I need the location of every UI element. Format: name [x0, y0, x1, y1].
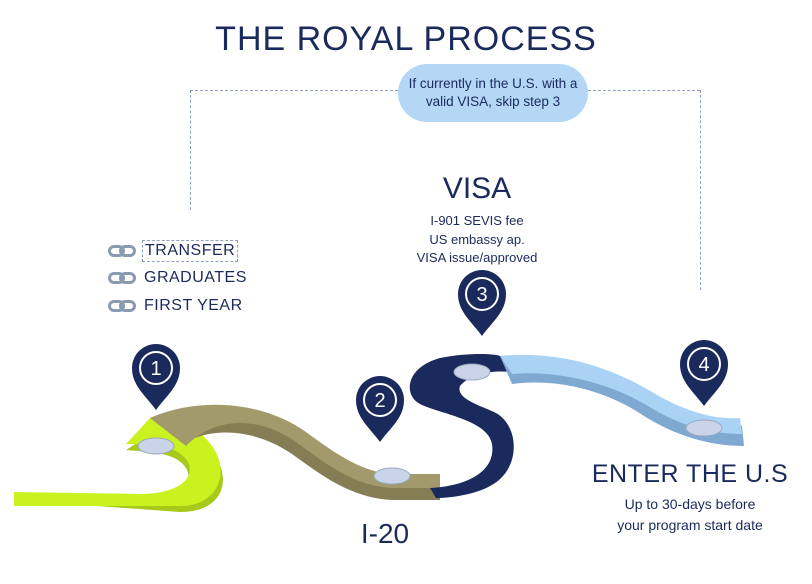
enter-subtitle: Up to 30-days before your program start … — [580, 494, 800, 536]
visa-steps: I-901 SEVIS fee US embassy ap. VISA issu… — [392, 212, 562, 268]
enter-subtitle-line: your program start date — [617, 517, 763, 533]
enter-subtitle-line: Up to 30-days before — [624, 496, 756, 512]
dashed-connector-left-drop — [190, 90, 191, 210]
visa-step: VISA issue/approved — [416, 250, 538, 265]
road-segment-sky — [500, 354, 742, 434]
enter-title: ENTER THE U.S — [591, 460, 789, 488]
waypoint-disc — [137, 437, 175, 455]
visa-step: US embassy ap. — [429, 231, 525, 247]
road-segment-sky-side — [500, 355, 744, 446]
map-pin-icon: 4 — [680, 340, 728, 406]
student-type-label: FIRST YEAR — [144, 297, 243, 314]
pin-number: 1 — [150, 358, 161, 380]
skip-step-note-text: If currently in the U.S. with a valid VI… — [408, 76, 578, 109]
road-segment-tan-side — [150, 409, 440, 500]
pin-number: 4 — [698, 354, 709, 376]
visa-title: VISA — [442, 172, 512, 205]
chain-link-icon — [108, 272, 136, 284]
student-type-label: TRANSFER — [142, 240, 239, 262]
student-type-graduates: GRADUATES — [108, 268, 249, 288]
road-segment-lime — [14, 417, 221, 506]
student-type-first-year: FIRST YEAR — [108, 296, 245, 316]
visa-step: I-901 SEVIS fee — [430, 213, 524, 228]
waypoint-disc — [373, 467, 411, 485]
pin-number: 2 — [374, 390, 385, 412]
map-pin-icon: 2 — [356, 376, 404, 442]
page-title: THE ROYAL PROCESS — [215, 20, 597, 58]
dashed-connector-right-drop — [700, 90, 701, 290]
dashed-connector-left — [190, 90, 398, 91]
map-pin-icon: 1 — [132, 344, 180, 410]
skip-step-note: If currently in the U.S. with a valid VI… — [398, 64, 588, 122]
map-pin-icon: 3 — [458, 270, 506, 336]
chain-link-icon — [108, 245, 136, 257]
chain-link-icon — [108, 300, 136, 312]
student-type-transfer: TRANSFER — [108, 240, 239, 262]
road-segment-tan — [150, 404, 440, 488]
pin-number: 3 — [476, 284, 487, 306]
waypoint-disc — [453, 363, 491, 381]
waypoint-disc — [685, 419, 723, 437]
i20-label: I-20 — [360, 518, 410, 549]
road-segment-navy — [409, 354, 514, 498]
dashed-connector-right — [588, 90, 700, 91]
student-type-label: GRADUATES — [144, 269, 247, 286]
